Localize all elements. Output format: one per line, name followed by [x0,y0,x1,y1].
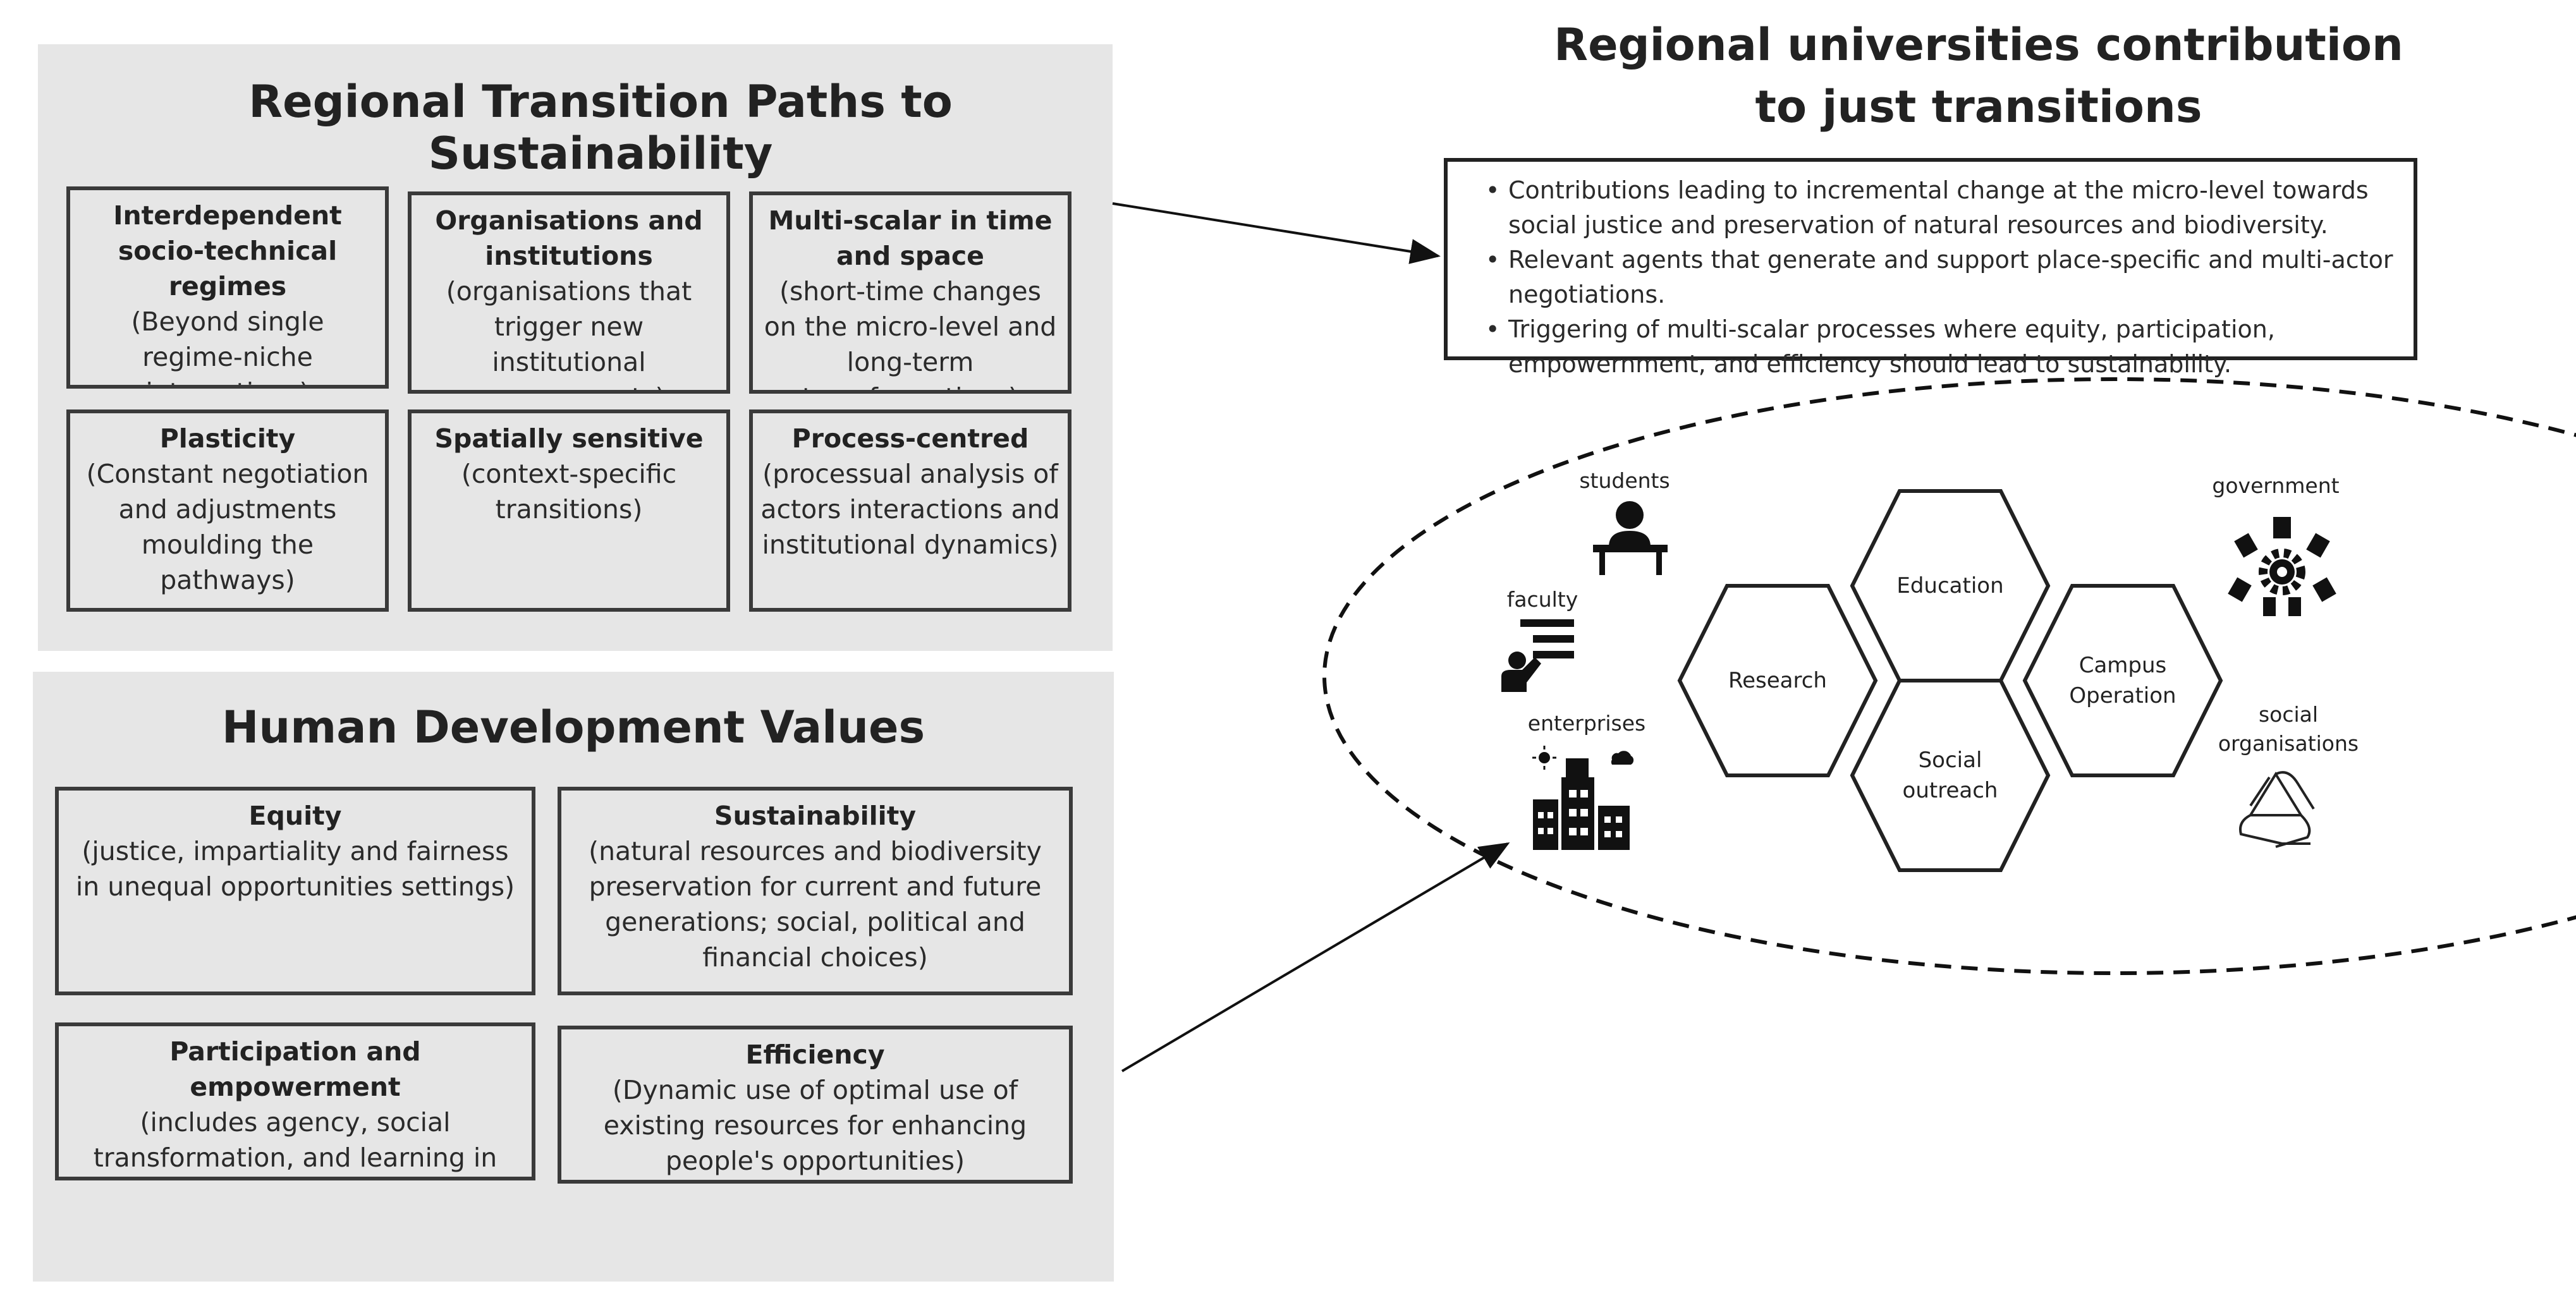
government-gear-icon [2228,517,2336,616]
box-process-centred: Process-centred (processual analysis of … [749,409,1071,612]
box-desc: (includes agency, social transformation,… [93,1107,497,1173]
contributions-box: Contributions leading to incremental cha… [1444,158,2417,378]
hexagon-campus-line2: Operation [2069,683,2176,708]
hexagon-research [1677,584,1878,777]
actor-social-line1: social [2258,702,2319,727]
box-title: Spatially sensitive [434,423,704,454]
contribution-item: Triggering of multi-scalar processes whe… [1486,312,2395,382]
box-title: Interdependent socio-technical regimes [113,200,342,301]
hexagon-social-label: Social outreach [1868,745,2032,806]
actor-social-organisations-label: social organisations [2206,700,2371,758]
hexagon-campus-line1: Campus [2079,653,2167,678]
universities-title: Regional universities contribution to ju… [1441,14,2516,138]
box-desc: (organisations that trigger new institut… [446,276,692,390]
box-plasticity: Plasticity (Constant negotiation and adj… [66,409,389,612]
actor-social-line2: organisations [2218,731,2359,756]
box-multi-scalar: Multi-scalar in time and space (short-ti… [749,191,1071,394]
actor-faculty-label: faculty [1506,587,1578,612]
arrow-paths-to-contributions [1112,202,1441,264]
actor-students-label: students [1579,468,1670,493]
box-organisations-institutions: Organisations and institutions (organisa… [408,191,730,394]
box-title: Organisations and institutions [435,205,703,271]
contribution-item: Relevant agents that generate and suppor… [1486,243,2395,312]
hexagon-campus-label: Campus Operation [2041,650,2205,711]
box-title: Equity [248,801,342,831]
arrow-values-to-ecosystem [1121,842,1510,1072]
box-desc: (short-time changes on the micro-level a… [764,276,1057,390]
box-desc: (natural resources and biodiversity pres… [589,836,1042,973]
box-efficiency: Efficiency (Dynamic use of optimal use o… [558,1026,1073,1184]
hexagon-research-label: Research [1728,668,1827,693]
box-spatially-sensitive: Spatially sensitive (context-specific tr… [408,409,730,612]
teacher-board-icon [1501,619,1574,692]
box-title: Participation and empowerment [169,1036,421,1102]
student-desk-icon [1593,501,1668,575]
box-equity: Equity (justice, impartiality and fairne… [55,787,535,995]
box-socio-technical-regimes: Interdependent socio-technical regimes (… [66,186,389,389]
universities-title-line2: to just transitions [1755,81,2202,133]
box-desc: (context-specific transitions) [461,459,677,525]
contribution-item: Contributions leading to incremental cha… [1486,173,2395,243]
hexagon-education-label: Education [1896,573,2004,598]
box-title: Efficiency [745,1040,885,1070]
hexagon-social-line1: Social [1918,748,1982,773]
box-desc: (processual analysis of actors interacti… [760,459,1060,560]
actor-enterprises-label: enterprises [1527,711,1646,736]
transition-paths-title: Regional Transition Paths to Sustainabil… [248,76,953,179]
transition-paths-panel: Regional Transition Paths to Sustainabil… [38,44,1113,651]
hexagon-campus-operation [2022,584,2223,777]
box-desc: (Dynamic use of optimal use of existing … [603,1075,1027,1176]
box-title: Sustainability [714,801,917,831]
city-buildings-icon [1532,746,1634,850]
actor-government-label: government [2212,473,2340,498]
human-values-panel: Human Development Values Equity (justice… [33,672,1114,1282]
box-title: Multi-scalar in time and space [768,205,1053,271]
universities-title-line1: Regional universities contribution [1554,19,2403,71]
hands-circle-icon [2239,771,2315,848]
university-ecosystem-ellipse [1322,377,2576,975]
box-desc: (Beyond single regime-niche interactions… [131,306,324,385]
box-title: Plasticity [159,423,296,454]
box-participation-empowerment: Participation and empowerment (includes … [55,1022,535,1180]
box-title: Process-centred [791,423,1029,454]
hexagon-social-outreach [1850,679,2051,872]
box-desc: (Constant negotiation and adjustments mo… [86,459,369,595]
box-desc: (justice, impartiality and fairness in u… [75,836,515,902]
box-sustainability: Sustainability (natural resources and bi… [558,787,1073,995]
human-values-title: Human Development Values [221,701,925,753]
hexagon-social-line2: outreach [1902,778,1998,803]
